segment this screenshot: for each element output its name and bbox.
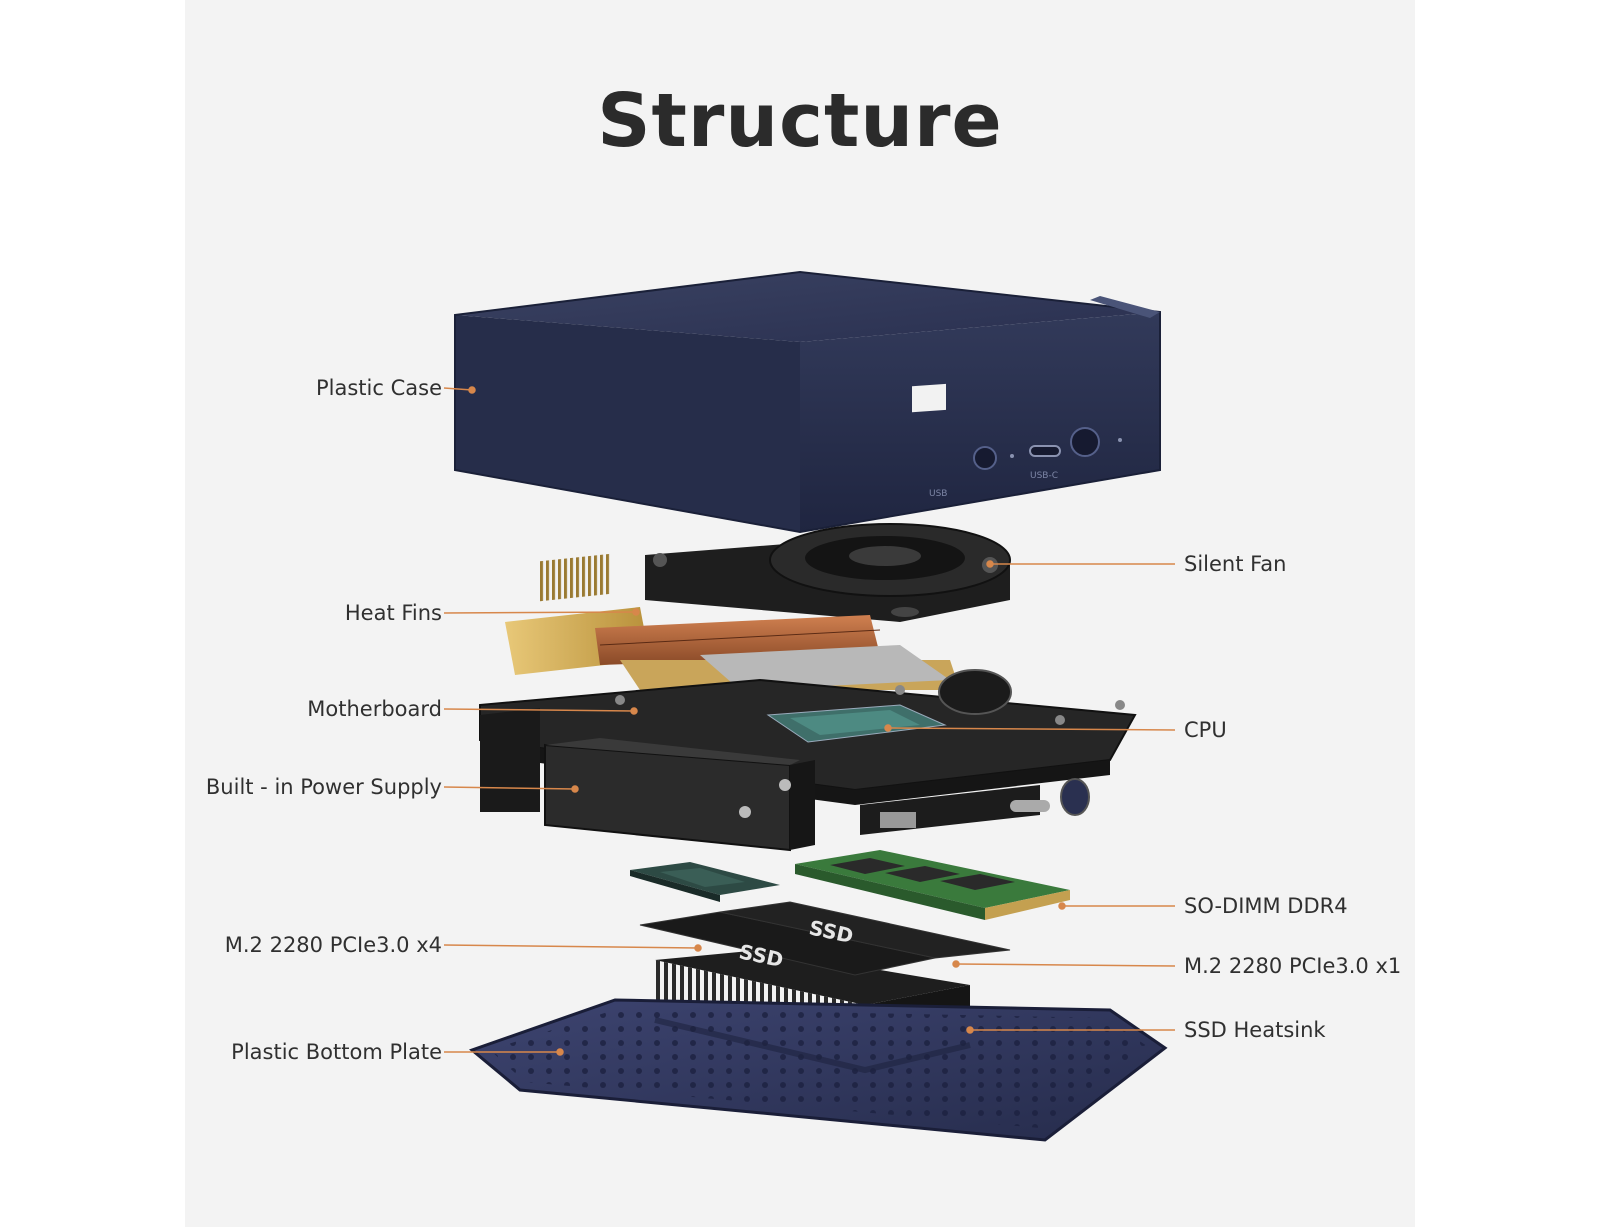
dot-m2-x1 xyxy=(952,960,960,968)
leader-cpu xyxy=(887,727,1176,731)
dot-plastic-case xyxy=(468,386,476,394)
power-supply xyxy=(480,708,815,852)
label-m2-x1: M.2 2280 PCIe3.0 x1 xyxy=(1184,954,1402,978)
label-cpu: CPU xyxy=(1184,718,1227,742)
dot-m2-x4 xyxy=(694,944,702,952)
leader-plastic-case xyxy=(443,387,473,391)
label-bottom-plate: Plastic Bottom Plate xyxy=(231,1040,442,1064)
cpu-chip xyxy=(766,704,947,743)
dot-so-dimm xyxy=(1058,902,1066,910)
label-motherboard: Motherboard xyxy=(307,697,442,721)
leader-m2-x4 xyxy=(443,944,699,949)
silent-fan xyxy=(645,523,1011,622)
usb-c-port-label: USB-C xyxy=(1030,471,1058,481)
ssd-cards: SSD SSD xyxy=(639,901,1011,976)
motherboard xyxy=(479,669,1137,835)
leader-power-supply xyxy=(443,786,576,790)
label-ssd-heatsink: SSD Heatsink xyxy=(1184,1018,1326,1042)
leader-lines xyxy=(443,386,1176,1056)
dot-cpu xyxy=(884,724,892,732)
label-heat-fins: Heat Fins xyxy=(344,601,442,625)
plastic-case: USB USB-C xyxy=(454,270,1161,534)
label-power-supply: Built - in Power Supply xyxy=(205,775,442,799)
dot-heat-fins xyxy=(632,608,640,616)
leader-heat-fins xyxy=(443,611,637,614)
dot-silent-fan xyxy=(986,560,994,568)
page-title: Structure xyxy=(597,78,1003,164)
dot-bottom-plate xyxy=(556,1048,564,1056)
heat-fins xyxy=(505,553,960,690)
label-silent-fan: Silent Fan xyxy=(1184,552,1287,576)
usb-port-label: USB xyxy=(929,489,947,499)
leader-motherboard xyxy=(443,708,635,712)
m2-x4-card xyxy=(630,862,780,902)
leader-m2-x1 xyxy=(955,963,1176,967)
label-plastic-case: Plastic Case xyxy=(316,376,442,400)
dot-ssd-heatsink xyxy=(966,1026,974,1034)
dot-power-supply xyxy=(571,785,579,793)
plastic-bottom-plate xyxy=(469,998,1168,1142)
dot-motherboard xyxy=(630,707,638,715)
so-dimm xyxy=(795,850,1070,920)
label-so-dimm: SO-DIMM DDR4 xyxy=(1184,894,1348,918)
label-m2-x4: M.2 2280 PCIe3.0 x4 xyxy=(224,933,442,957)
